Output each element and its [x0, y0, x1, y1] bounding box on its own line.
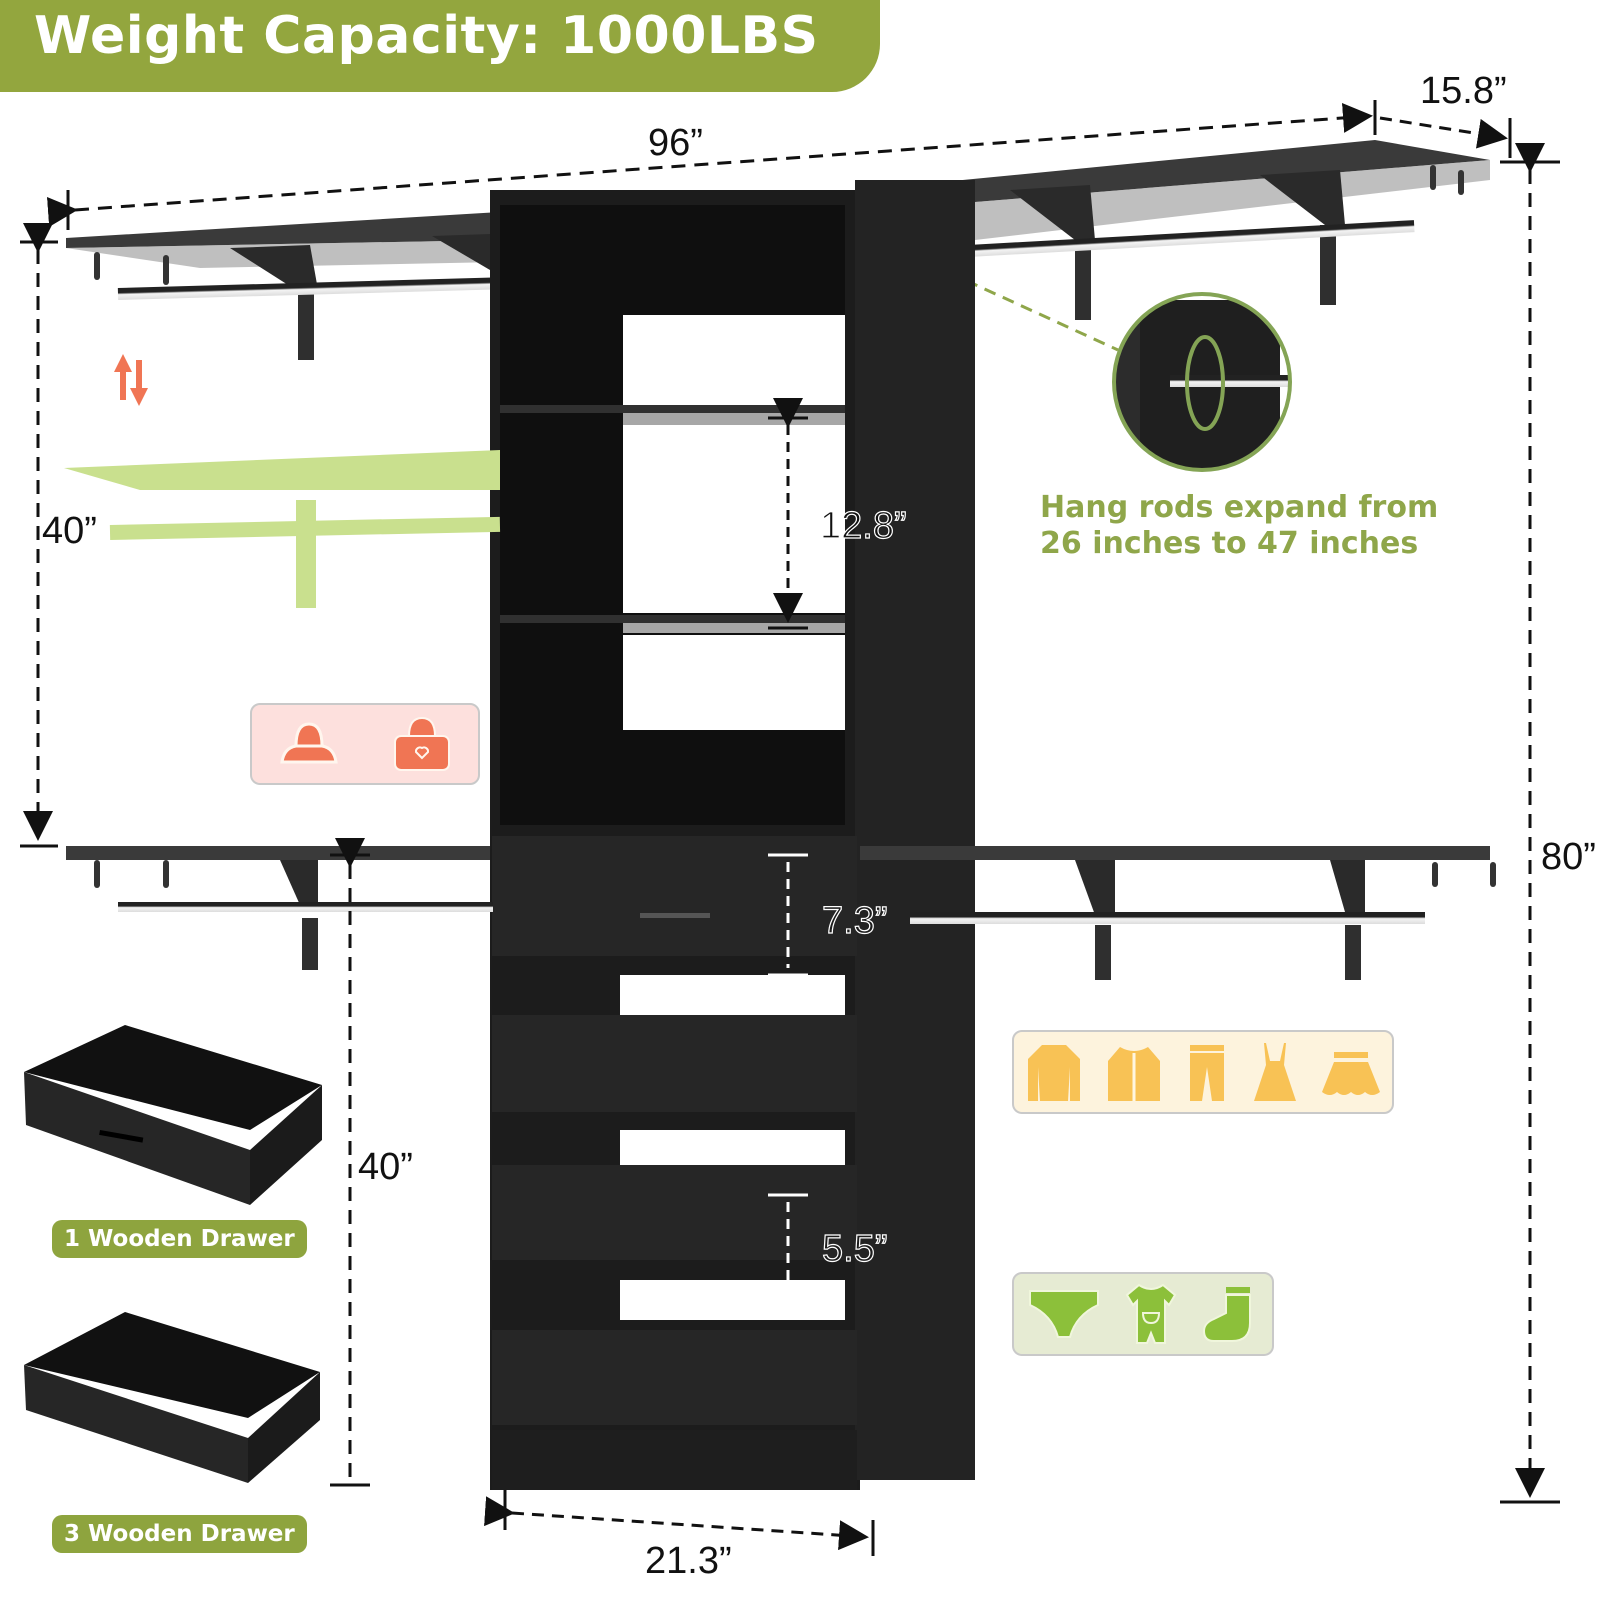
- pants-icon: [1190, 1045, 1224, 1101]
- tower-width-dimension-line: [484, 1490, 875, 1556]
- dress-icon: [1254, 1043, 1296, 1101]
- upper-section-height-label: 40”: [42, 510, 97, 552]
- open-drawer-1: [492, 1015, 857, 1112]
- hang-rod-callout: Hang rods expand from 26 inches to 47 in…: [1040, 490, 1438, 562]
- drawer-handle: [640, 913, 710, 918]
- open-drawer-3: [492, 1330, 857, 1425]
- triple-drawer-preview: [24, 1312, 320, 1483]
- upper-left-shelf: [66, 212, 500, 360]
- weight-capacity-banner: [0, 0, 880, 92]
- open-drawer-height-label: 5.5”: [821, 1227, 888, 1270]
- lower-right-shelf: [860, 846, 1496, 980]
- total-width-label: 96”: [648, 122, 703, 164]
- shelf-spacing-dimension-line: [768, 398, 808, 630]
- hat-icon: [279, 722, 338, 764]
- single-drawer-preview: [24, 1025, 322, 1205]
- callout-line-2: 26 inches to 47 inches: [1040, 526, 1419, 561]
- shelf-spacing-label: 12.8”: [819, 504, 907, 547]
- skirt-icon: [1322, 1052, 1380, 1095]
- upper-height-dimension-line: [20, 223, 58, 848]
- weight-capacity-title: Weight Capacity: 1000LBS: [34, 6, 819, 66]
- depth-dimension-line: [1379, 116, 1512, 158]
- total-height-label: 80”: [1541, 836, 1596, 878]
- baby-onesie-icon: [1125, 1283, 1177, 1344]
- upper-right-shelf: [860, 140, 1490, 352]
- drawer-height-dimension-line: [768, 853, 808, 977]
- shirt-icon: [1028, 1045, 1080, 1101]
- clothing-icon-group: [1012, 1030, 1394, 1114]
- lower-left-shelf: [66, 846, 493, 970]
- tower-width-label: 21.3”: [645, 1540, 732, 1582]
- rod-detail-magnifier: [1112, 292, 1292, 472]
- jacket-icon: [1108, 1047, 1160, 1101]
- sock-icon: [1203, 1287, 1252, 1342]
- open-drawer-height-dimension-line: [768, 1193, 808, 1292]
- central-tower: [490, 180, 975, 1490]
- up-down-arrows-icon: [114, 354, 148, 406]
- open-drawer-2: [492, 1165, 857, 1260]
- width-dimension-line: [46, 100, 1377, 230]
- triple-drawer-label: 3 Wooden Drawer: [52, 1515, 307, 1553]
- adjusted-shelf-ghost: [64, 450, 501, 608]
- lower-height-dimension-line: [330, 838, 370, 1487]
- single-drawer-label: 1 Wooden Drawer: [52, 1220, 307, 1258]
- total-height-dimension-line: [1500, 143, 1560, 1504]
- handbag-icon: [393, 716, 450, 771]
- accessories-icon-group: [250, 703, 480, 785]
- callout-line-1: Hang rods expand from: [1040, 490, 1439, 525]
- depth-label: 15.8”: [1420, 70, 1507, 112]
- small-items-icon-group: [1012, 1272, 1274, 1356]
- underwear-icon: [1028, 1290, 1099, 1338]
- lower-section-height-label: 40”: [358, 1146, 413, 1188]
- top-drawer-height-label: 7.3”: [821, 899, 888, 942]
